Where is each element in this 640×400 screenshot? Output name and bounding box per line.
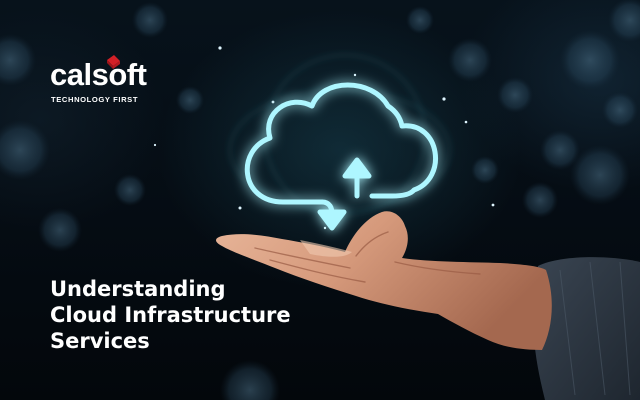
headline-line-3: Services <box>50 329 150 353</box>
headline: Understanding Cloud Infrastructure Servi… <box>50 276 350 354</box>
logo-wordmark: calsoft <box>50 57 147 92</box>
hand <box>216 211 552 350</box>
headline-line-1: Understanding <box>50 277 226 301</box>
cloud-halo <box>229 54 451 216</box>
logo-mark-icon <box>107 55 120 69</box>
headline-line-2: Cloud Infrastructure <box>50 303 291 327</box>
sleeve <box>533 257 640 400</box>
calsoft-logo[interactable]: calsoft TECHNOLOGY FIRST <box>50 55 160 106</box>
cloud-sync-icon <box>244 82 438 231</box>
logo-tagline: TECHNOLOGY FIRST <box>51 95 139 104</box>
